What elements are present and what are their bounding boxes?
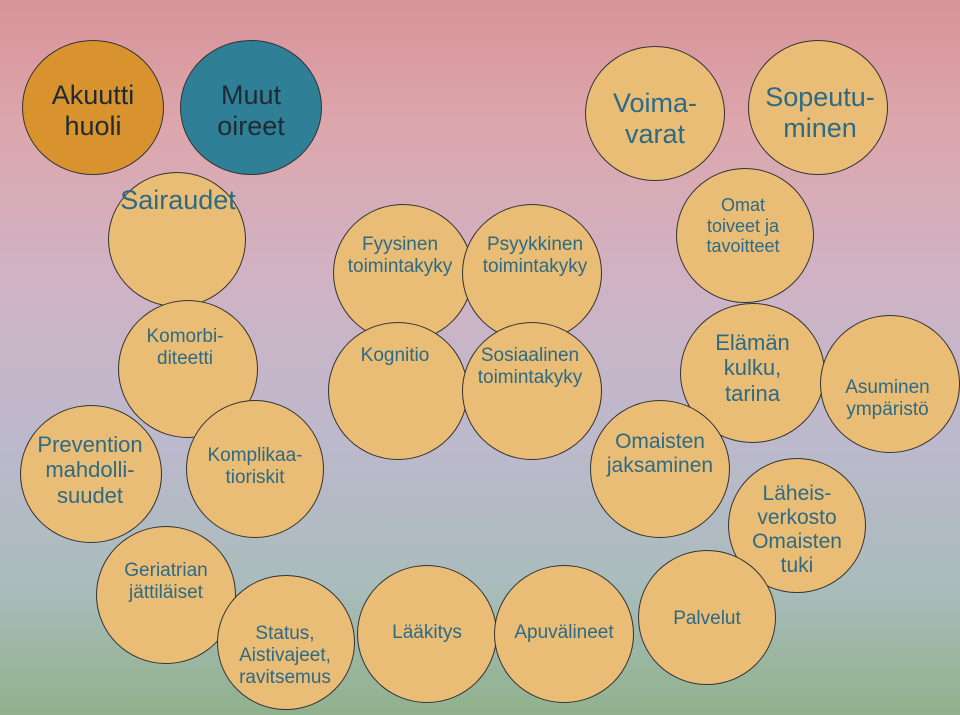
label-sairaudet: Sairaudet xyxy=(120,185,236,215)
circle-apuvalineet xyxy=(494,565,634,703)
label-komorbiditeetti: Komorbi- diteetti xyxy=(146,326,224,369)
circle-akuutti-huoli xyxy=(22,40,164,175)
label-akuutti-huoli: Akuutti huoli xyxy=(51,80,135,142)
circle-asuminen xyxy=(820,315,960,453)
label-sosiaalinen: Sosiaalinen toimintakyky xyxy=(477,345,583,388)
label-sopeutuminen: Sopeutu- minen xyxy=(765,82,875,144)
circle-omat-toiveet xyxy=(676,168,814,303)
label-laheisverkosto: Läheis- verkosto Omaisten tuki xyxy=(752,482,842,578)
label-komplikaatioriskit: Komplikaa- tioriskit xyxy=(207,445,303,488)
label-omat-toiveet: Omat toiveet ja tavoitteet xyxy=(706,195,780,257)
label-prevention: Prevention mahdolli- suudet xyxy=(37,432,143,508)
label-status: Status, Aistivajeet, ravitsemus xyxy=(239,623,331,688)
label-psyykkinen: Psyykkinen toimintakyky xyxy=(482,234,588,277)
label-apuvalineet: Apuvälineet xyxy=(514,622,614,643)
circle-muut-oireet xyxy=(180,40,322,175)
circle-kognitio xyxy=(328,322,468,460)
label-voimavarat: Voima- varat xyxy=(612,88,698,150)
circle-laakitys xyxy=(357,565,497,703)
circle-sopeutuminen xyxy=(748,40,888,175)
label-geriatrian: Geriatrian jättiläiset xyxy=(124,560,208,603)
circle-omaisten-jaksaminen xyxy=(590,400,730,538)
circle-status xyxy=(217,575,355,710)
circle-fyysinen xyxy=(333,204,473,342)
circle-prevention xyxy=(20,405,162,543)
circle-palvelut xyxy=(638,550,776,685)
label-muut-oireet: Muut oireet xyxy=(217,80,285,142)
circle-psyykkinen xyxy=(462,204,602,342)
label-laakitys: Lääkitys xyxy=(392,622,462,643)
circle-voimavarat xyxy=(585,46,725,181)
circle-sosiaalinen xyxy=(462,322,602,460)
label-omaisten-jaksaminen: Omaisten jaksaminen xyxy=(606,430,714,478)
label-palvelut: Palvelut xyxy=(673,608,741,629)
label-kognitio: Kognitio xyxy=(360,345,430,366)
label-asuminen: Asuminen ympäristö xyxy=(845,377,930,420)
circle-komplikaatioriskit xyxy=(186,400,324,538)
label-elaman-kulku: Elämän kulku, tarina xyxy=(715,330,790,406)
label-fyysinen: Fyysinen toimintakyky xyxy=(347,234,453,277)
